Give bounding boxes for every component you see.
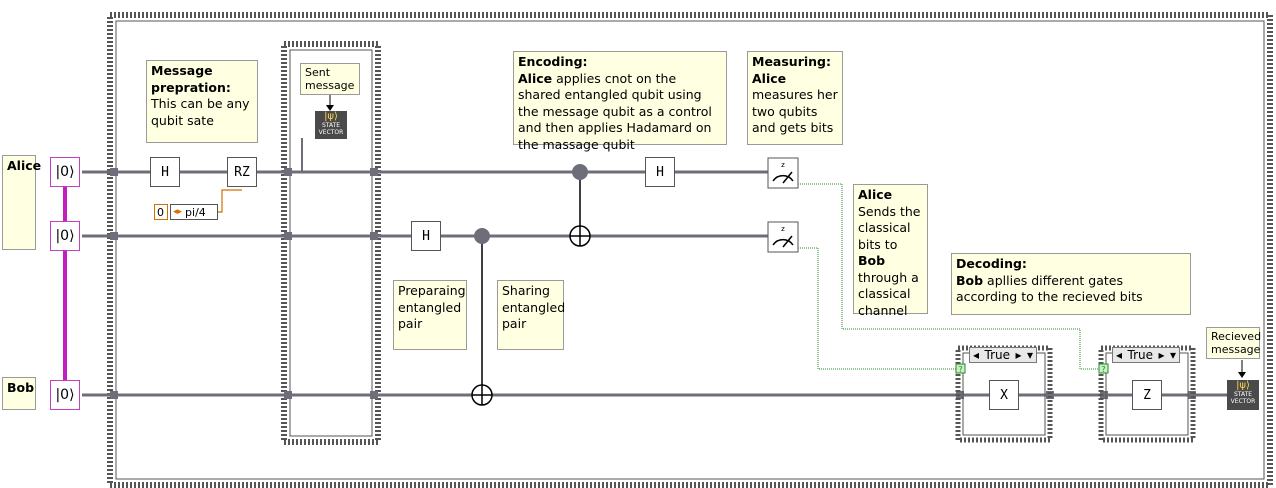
case-selector-x-value: True — [984, 348, 1011, 362]
h-gate-entangle[interactable]: H — [411, 221, 441, 251]
ket-zero-alice-message[interactable]: |0⟩ — [50, 157, 80, 187]
ket-zero-alice-shared[interactable]: |0⟩ — [50, 221, 80, 251]
case-terminal-z-label: ? — [1101, 365, 1105, 374]
rz-gate[interactable]: RZ — [227, 157, 257, 187]
note-encoding: Encoding: Alice applies cnot on the shar… — [513, 51, 727, 152]
note-message-prep-title: Message prepration: — [151, 63, 231, 95]
sequence-frame — [281, 41, 381, 445]
classical-wires — [798, 183, 1100, 370]
state-vector-psi-icon: |ψ⟩ — [324, 111, 338, 122]
note-decoding-who: Bob — [956, 272, 984, 288]
outer-structure-frame — [107, 12, 1273, 488]
cnot-encoding — [569, 164, 591, 247]
svg-text:z: z — [781, 225, 785, 233]
state-vector-line2: VECTOR — [1230, 398, 1256, 405]
case-terminal-x-label: ? — [958, 365, 962, 374]
alice-label: Alice — [2, 155, 41, 250]
meter-icon: z — [767, 157, 799, 189]
note-sharing: Sharing entangled pair — [497, 280, 565, 350]
rz-value-control[interactable]: ◂▸ pi/4 — [170, 204, 218, 220]
state-vector-line1: STATE — [1233, 391, 1253, 398]
received-message-arrowhead — [1238, 372, 1246, 378]
z-gate[interactable]: Z — [1132, 380, 1162, 410]
note-encoding-body: applies cnot on the shared entangled qub… — [518, 70, 712, 152]
note-measuring-who: Alice — [752, 70, 787, 86]
state-vector-line1: STATE — [321, 122, 341, 129]
h-gate-message[interactable]: H — [150, 157, 180, 187]
case-selector-z[interactable]: ◂ True ▸ ▾ — [1112, 347, 1180, 363]
note-message-prep: Message prepration: This can be any qubi… — [146, 60, 258, 143]
case-prev-icon[interactable]: ◂ — [973, 348, 980, 362]
wire-junctions — [110, 168, 1196, 399]
bob-label: Bob — [2, 377, 36, 410]
state-vector-line2: VECTOR — [318, 129, 344, 136]
note-message-prep-body: This can be any qubit sate — [151, 96, 250, 128]
note-decoding-body: apllies different gates according to the… — [956, 272, 1143, 305]
cnot-entangle-to-bob — [471, 228, 493, 406]
state-vector-sent[interactable]: |ψ⟩ STATE VECTOR — [315, 111, 347, 139]
case-prev-icon[interactable]: ◂ — [1116, 348, 1123, 362]
note-alice-sends-body2: through a classical channel — [858, 269, 919, 318]
note-decoding: Decoding: Bob apllies different gates ac… — [951, 253, 1191, 315]
case-next-icon[interactable]: ▸ — [1015, 348, 1022, 362]
case-dropdown-icon[interactable]: ▾ — [1026, 348, 1033, 362]
note-encoding-title: Encoding: — [518, 54, 588, 69]
note-measuring-title: Measuring: — [752, 54, 831, 69]
rz-index-value: 0 — [157, 205, 164, 219]
note-measuring-body: measures her two qubits and gets bits — [752, 87, 838, 135]
note-received-message: Recieved message — [1206, 327, 1261, 359]
note-alice-sends-title: Alice — [858, 187, 893, 202]
note-alice-sends-body1: Sends the classical bits to — [858, 203, 921, 252]
rz-value-arrow-icon: ◂▸ — [173, 207, 183, 217]
note-alice-sends: Alice Sends the classical bits to Bob th… — [853, 184, 928, 318]
case-selector-x[interactable]: ◂ True ▸ ▾ — [969, 347, 1037, 363]
state-vector-psi-icon: |ψ⟩ — [1236, 380, 1250, 391]
ket-zero-bob[interactable]: |0⟩ — [50, 380, 80, 410]
note-sent-message: Sent message — [300, 63, 360, 95]
case-dropdown-icon[interactable]: ▾ — [1169, 348, 1176, 362]
svg-text:z: z — [781, 161, 785, 169]
note-alice-sends-bob: Bob — [858, 253, 886, 268]
case-terminal-x — [955, 363, 966, 374]
note-encoding-who: Alice — [518, 70, 553, 86]
rz-value-text: pi/4 — [185, 205, 206, 219]
sent-message-arrowhead — [326, 105, 334, 111]
rz-index-control[interactable]: 0 — [154, 204, 168, 220]
state-vector-received[interactable]: |ψ⟩ STATE VECTOR — [1227, 380, 1259, 410]
meter-icon: z — [767, 221, 799, 253]
note-preparing: Preparaing entangled pair — [393, 280, 467, 350]
case-next-icon[interactable]: ▸ — [1158, 348, 1165, 362]
case-terminal-z — [1098, 363, 1109, 374]
x-gate[interactable]: X — [989, 380, 1019, 410]
h-gate-encoding[interactable]: H — [645, 157, 675, 187]
note-measuring: Measuring: Alice measures her two qubits… — [747, 51, 843, 145]
case-selector-z-value: True — [1127, 348, 1154, 362]
note-decoding-title: Decoding: — [956, 256, 1027, 271]
